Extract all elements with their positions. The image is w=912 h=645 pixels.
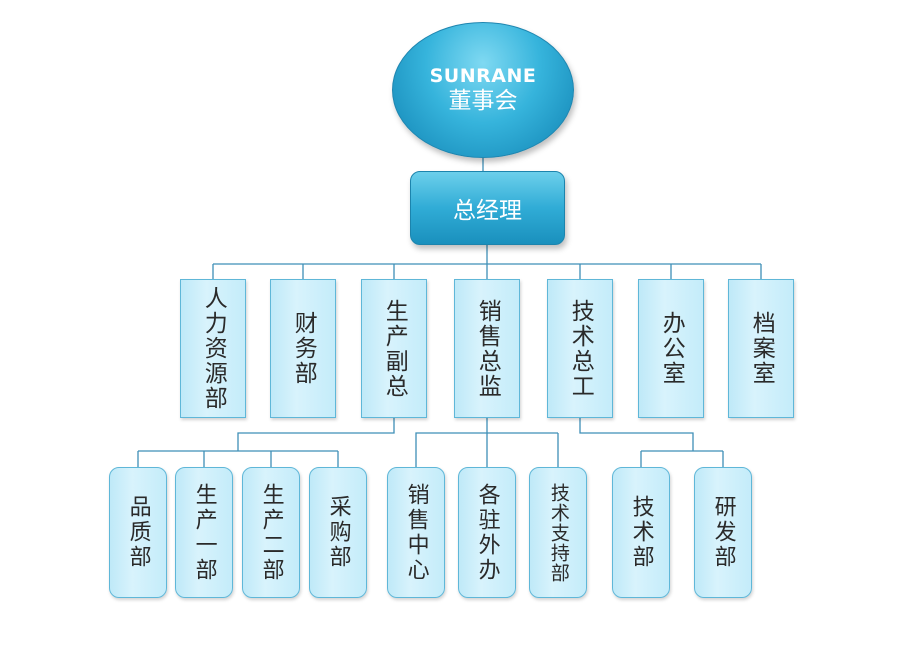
dept-office: 办公室 — [638, 279, 704, 418]
connector-sales-group — [415, 418, 488, 467]
sub-branch-offices: 各驻外办 — [458, 467, 516, 598]
dept-archives: 档案室 — [728, 279, 794, 418]
general-manager-label: 总经理 — [453, 198, 522, 224]
dept-production-vp: 生产副总 — [361, 279, 427, 418]
board-company-name: SUNRANE — [429, 64, 537, 87]
dept-hr: 人力资源部 — [180, 279, 246, 418]
sub-quality: 品质部 — [109, 467, 167, 598]
dept-sales-director: 销售总监 — [454, 279, 520, 418]
dept-finance: 财务部 — [270, 279, 336, 418]
dept-chief-engineer: 技术总工 — [547, 279, 613, 418]
sub-sales-center: 销售中心 — [387, 467, 445, 598]
sub-technology: 技术部 — [612, 467, 670, 598]
sub-tech-support: 技术支持部 — [529, 467, 587, 598]
sub-rnd: 研发部 — [694, 467, 752, 598]
board-label: 董事会 — [448, 87, 518, 114]
sub-purchasing: 采购部 — [309, 467, 367, 598]
general-manager-node: 总经理 — [410, 171, 565, 245]
board-node: SUNRANE 董事会 — [392, 22, 574, 158]
sub-production-2: 生产二部 — [242, 467, 300, 598]
sub-production-1: 生产一部 — [175, 467, 233, 598]
connector-production-group — [237, 418, 395, 451]
connector-tech-group — [579, 418, 694, 451]
